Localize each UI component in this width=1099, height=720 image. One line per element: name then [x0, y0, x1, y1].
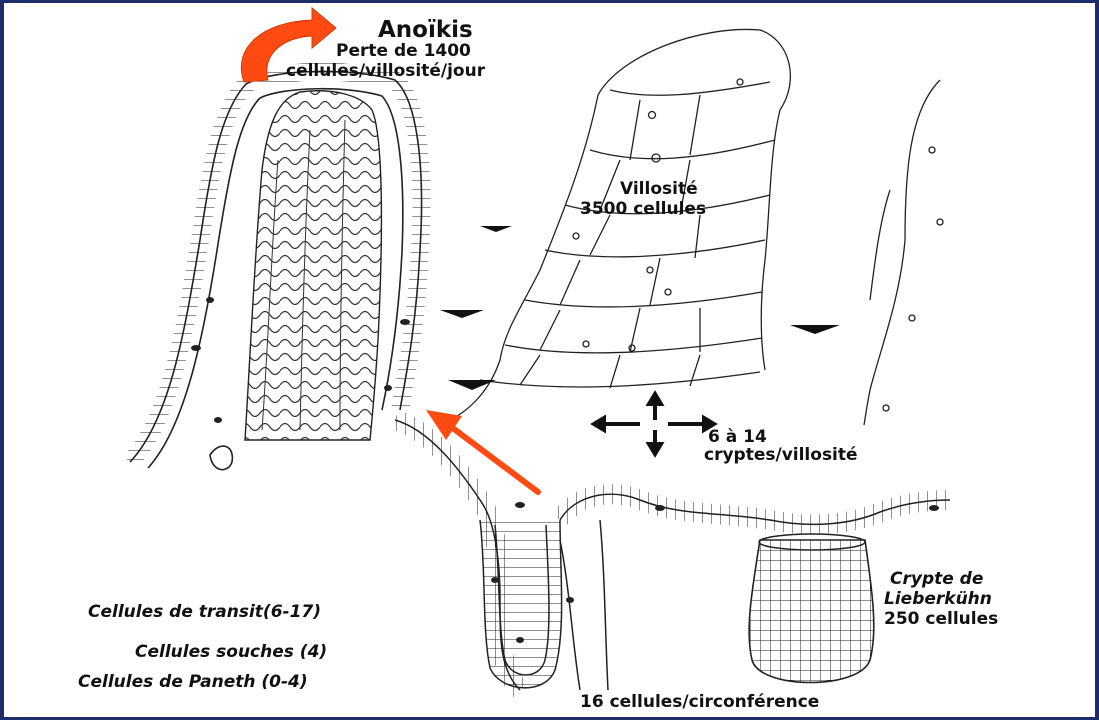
crypt-name: Lieberkühn	[884, 590, 992, 609]
cell-loss-label-2: cellules/villosité/jour	[286, 62, 485, 81]
stem-cells-label: Cellules souches (4)	[135, 643, 327, 662]
crypt-cell-count: 250 cellules	[884, 610, 998, 629]
neighbour-villus	[864, 80, 943, 425]
spread-arrows	[594, 394, 714, 454]
circumference-label: 16 cellules/circonférence	[580, 693, 819, 712]
villus-section	[130, 71, 422, 469]
villus-label: Villosité	[620, 180, 698, 199]
paneth-cells-label: Cellules de Paneth (0-4)	[78, 673, 308, 692]
cell-loss-label: Perte de 1400	[336, 42, 471, 61]
crypts-per-villus-label: cryptes/villosité	[704, 446, 858, 465]
villus-cell-count: 3500 cellules	[580, 200, 706, 219]
villus-surface	[450, 29, 790, 420]
crypt-epithelium	[395, 420, 950, 690]
crypt-label: Crypte de	[890, 570, 983, 589]
anoikis-title: Anoïkis	[378, 18, 473, 44]
transit-cells-label: Cellules de transit(6-17)	[88, 603, 321, 622]
